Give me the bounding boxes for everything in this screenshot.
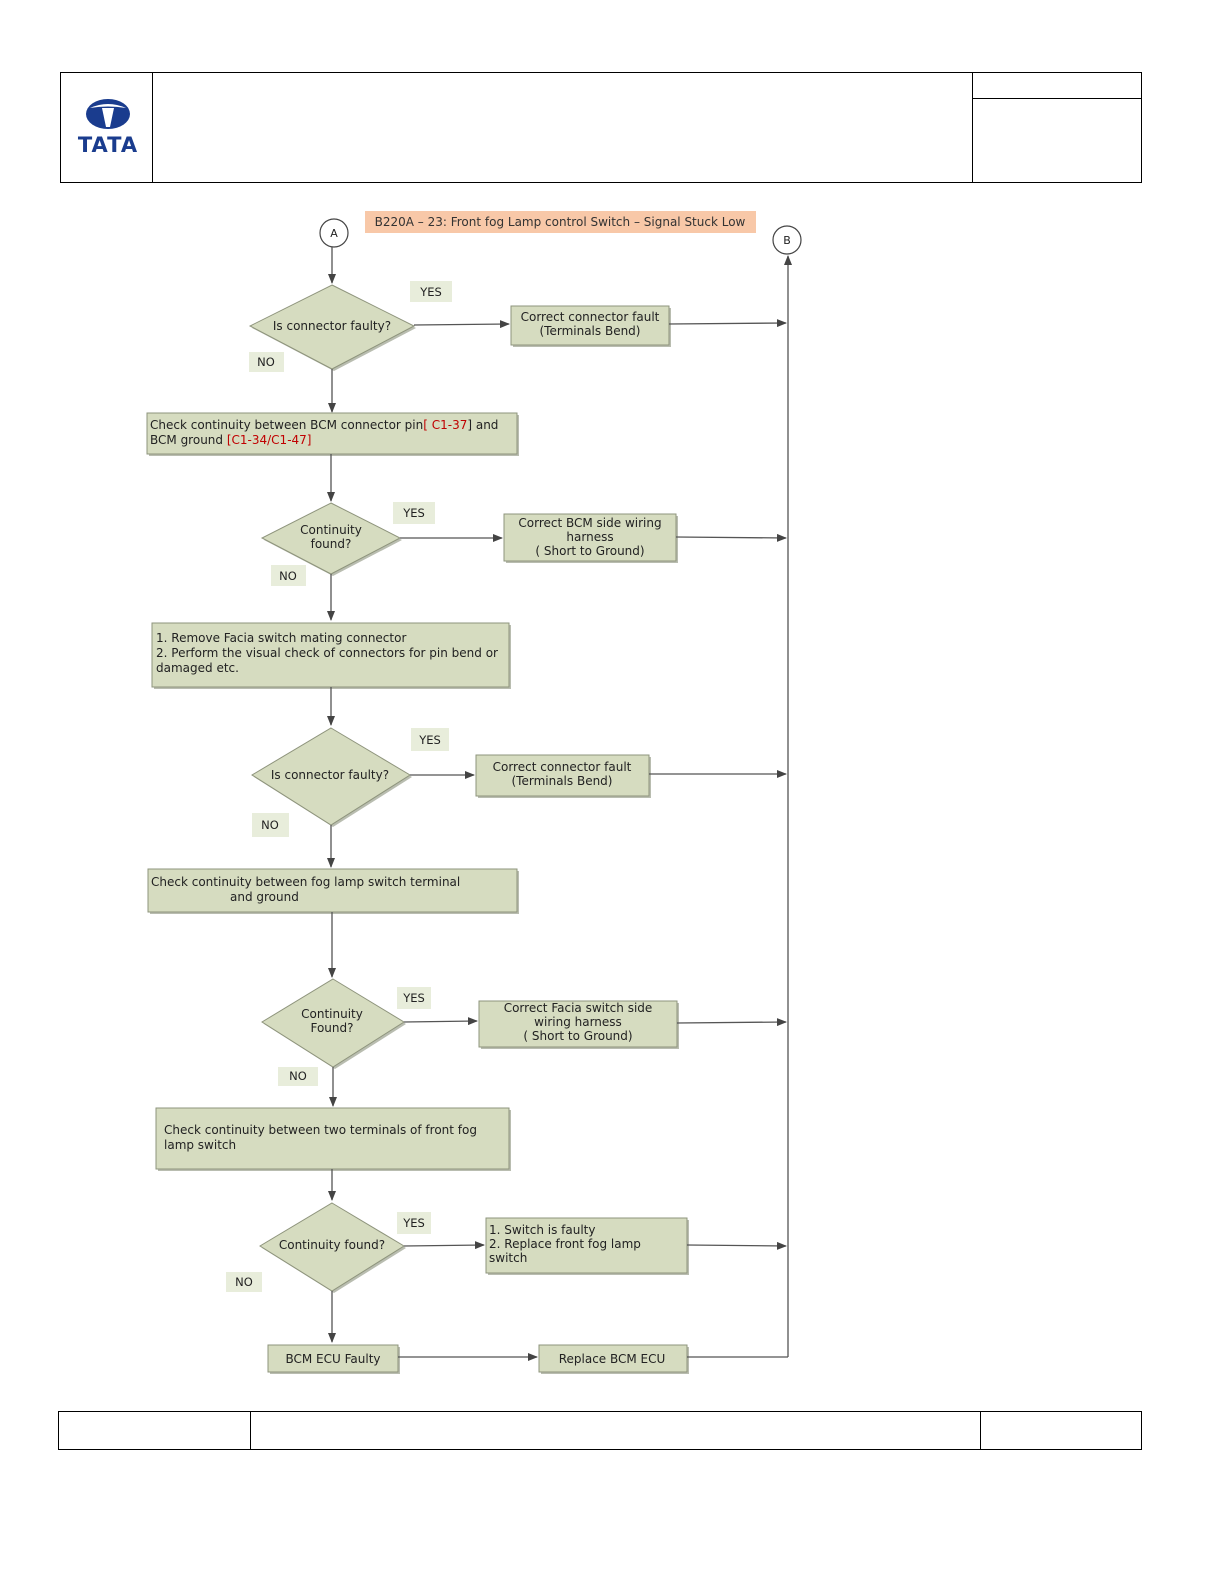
box-check-fog-l2: and ground	[230, 890, 299, 904]
decision-5-text: Continuity found?	[279, 1238, 385, 1252]
box-check-two-l2: lamp switch	[164, 1138, 236, 1152]
box-connector-fault-2-l1: Correct connector fault	[493, 760, 632, 774]
box-remove-facia	[151, 622, 510, 688]
box-switch-faulty	[485, 1217, 688, 1274]
no-label-2-text: NO	[279, 569, 297, 583]
yes-label-5-text: YES	[402, 1216, 425, 1230]
box-bcm-wiring-l2: harness	[566, 530, 613, 544]
yes-label-2-text: YES	[402, 506, 425, 520]
box-connector-fault-1-l2: (Terminals Bend)	[540, 324, 641, 338]
footer-left-cell	[58, 1411, 251, 1450]
edge-d5-yes	[403, 1241, 485, 1250]
flowchart-title-bg	[365, 211, 756, 233]
box-replace-bcm	[538, 1344, 688, 1373]
box-check-fog	[147, 868, 518, 913]
box-bcm-wiring-l3: ( Short to Ground)	[535, 544, 644, 558]
decision-3-text: Is connector faulty?	[271, 768, 389, 782]
edge-d1-yes	[413, 320, 510, 329]
box-remove-facia-l2: 2. Perform the visual check of connector…	[156, 646, 498, 660]
box-bcm-wiring	[503, 513, 677, 562]
box-facia-wiring-l2: wiring harness	[534, 1015, 622, 1029]
box-remove-facia-l1: 1. Remove Facia switch mating connector	[156, 631, 406, 645]
box-check-bcm	[146, 412, 518, 455]
yes-label-3-text: YES	[418, 733, 441, 747]
decision-2-l2: found?	[311, 537, 352, 551]
box-facia-wiring	[478, 1000, 678, 1048]
box-switch-faulty-l1: 1. Switch is faulty	[489, 1223, 595, 1237]
header-right-top-cell	[972, 72, 1142, 99]
yes-label-5	[397, 1212, 431, 1234]
no-label-5-text: NO	[235, 1275, 253, 1289]
decision-4-l1: Continuity	[301, 1007, 363, 1021]
yes-label-3	[411, 728, 449, 751]
yes-label-4-text: YES	[402, 991, 425, 1005]
box-connector-fault-2-l2: (Terminals Bend)	[512, 774, 613, 788]
tata-logo-text: TATA	[78, 133, 138, 157]
decision-4-l2: Found?	[310, 1021, 353, 1035]
connector-a	[319, 218, 349, 248]
header-logo-cell	[60, 72, 153, 183]
box-remove-facia-l3: damaged etc.	[156, 661, 239, 675]
edge-bcmwiring-trunk	[675, 533, 787, 542]
box-facia-wiring-l1: Correct Facia switch side	[504, 1001, 653, 1015]
box-replace-bcm-text: Replace BCM ECU	[559, 1352, 666, 1366]
box-switch-faulty-l3: switch	[489, 1251, 527, 1265]
box-switch-faulty-l2: 2. Replace front fog lamp	[489, 1237, 641, 1251]
box-connector-fault-1	[510, 305, 670, 346]
yes-label-1	[410, 281, 452, 302]
box-connector-fault-1-l1: Correct connector fault	[521, 310, 660, 324]
edge-switch-trunk	[686, 1241, 787, 1250]
box-bcm-wiring-l1: Correct BCM side wiring	[518, 516, 661, 530]
connector-b	[772, 225, 802, 255]
no-label-1	[249, 352, 284, 372]
no-label-3	[252, 813, 289, 837]
no-label-4	[278, 1067, 318, 1086]
box-check-two	[155, 1107, 510, 1170]
no-label-5	[226, 1272, 262, 1292]
box-connector-fault-2	[475, 754, 650, 797]
decision-1-text: Is connector faulty?	[273, 319, 391, 333]
tata-logo: TATA	[78, 99, 138, 157]
box-bcm-faulty-text: BCM ECU Faulty	[285, 1352, 380, 1366]
no-label-4-text: NO	[289, 1069, 307, 1083]
box-facia-wiring-l3: ( Short to Ground)	[523, 1029, 632, 1043]
yes-label-1-text: YES	[419, 285, 442, 299]
box-check-bcm-l2: BCM ground [C1-34/C1-47]	[150, 433, 311, 447]
footer-right-cell	[980, 1411, 1142, 1450]
no-label-1-text: NO	[257, 355, 275, 369]
box-bcm-faulty	[267, 1344, 399, 1373]
flowchart-title: B220A – 23: Front fog Lamp control Switc…	[375, 215, 746, 229]
edge-faciawiring-trunk	[676, 1018, 787, 1027]
yes-label-2	[393, 502, 435, 524]
edge-d4-yes	[403, 1017, 478, 1026]
decision-2-l1: Continuity	[300, 523, 362, 537]
yes-label-4	[397, 987, 431, 1009]
connector-a-label: A	[330, 227, 338, 240]
no-label-3-text: NO	[261, 818, 279, 832]
box-check-fog-l1: Check continuity between fog lamp switch…	[151, 875, 460, 889]
box-check-bcm-l1: Check continuity between BCM connector p…	[150, 418, 498, 432]
edge-fault1-trunk	[668, 319, 787, 328]
box-check-two-l1: Check continuity between two terminals o…	[164, 1123, 477, 1137]
connector-b-label: B	[783, 234, 791, 247]
no-label-2	[271, 565, 306, 586]
